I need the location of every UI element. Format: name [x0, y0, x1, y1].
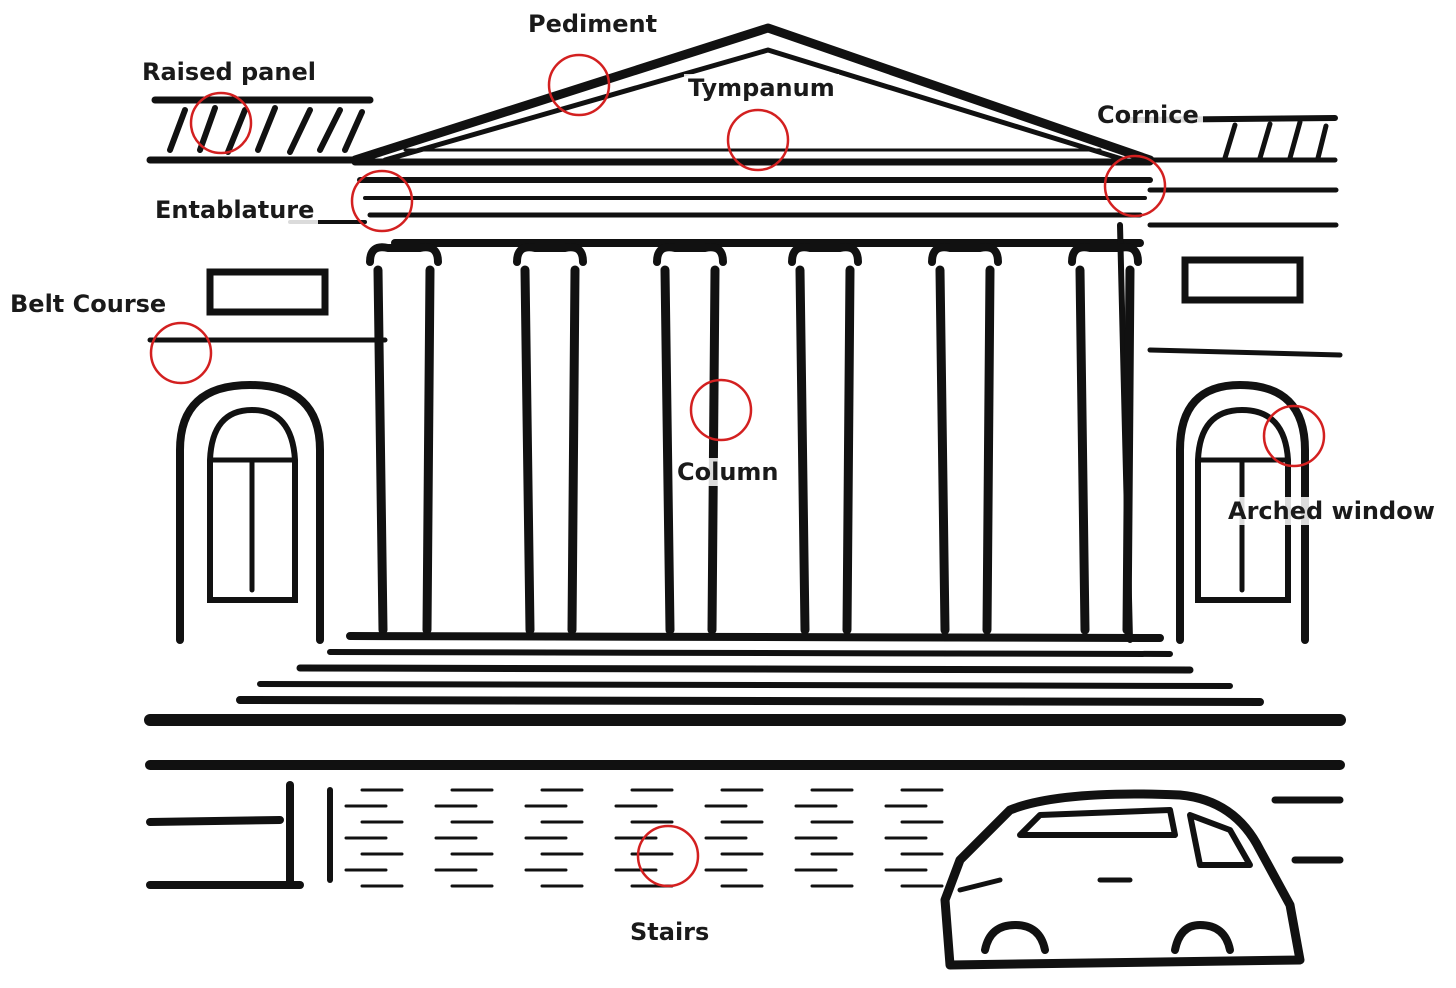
- pediment-marker: [549, 55, 609, 115]
- arched-window-marker: [1264, 406, 1324, 466]
- cornice-label: Cornice: [1093, 101, 1203, 129]
- cornice-marker: [1105, 156, 1165, 216]
- belt-course-label: Belt Course: [6, 290, 170, 318]
- raised-panel-marker: [191, 93, 251, 153]
- tympanum-label: Tympanum: [684, 74, 839, 102]
- raised-panel-label: Raised panel: [138, 58, 320, 86]
- stairs-marker: [638, 826, 698, 886]
- belt-course-marker: [151, 323, 211, 383]
- stairs-label: Stairs: [626, 918, 713, 946]
- tympanum-marker: [728, 110, 788, 170]
- pediment-label: Pediment: [524, 10, 661, 38]
- entablature-marker: [352, 171, 412, 231]
- column-label: Column: [673, 458, 783, 486]
- arched-window-label: Arched window: [1224, 497, 1439, 525]
- entablature-label: Entablature: [151, 196, 318, 224]
- column-marker: [691, 380, 751, 440]
